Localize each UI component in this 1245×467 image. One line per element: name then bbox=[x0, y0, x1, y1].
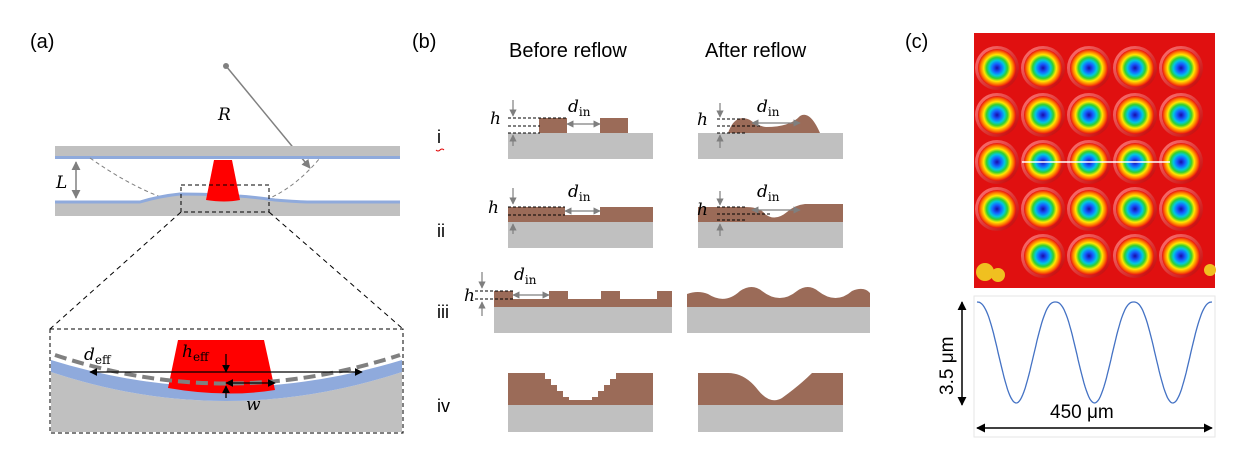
well bbox=[1162, 237, 1200, 275]
h-label-i-after: h bbox=[697, 110, 708, 130]
well bbox=[1070, 237, 1108, 275]
d-in-label-i-after: din bbox=[757, 97, 780, 119]
height-profile-curve bbox=[976, 301, 1213, 404]
row-iv-before bbox=[508, 373, 653, 432]
radius-label: R bbox=[217, 105, 231, 125]
width-dimension-label: 450 μm bbox=[1050, 402, 1114, 423]
row-i-before bbox=[508, 100, 653, 159]
h-label-iii-before: h bbox=[464, 286, 475, 306]
header-after: After reflow bbox=[705, 40, 807, 62]
well bbox=[978, 143, 1016, 181]
well bbox=[1024, 190, 1062, 228]
profile-plot-frame bbox=[973, 295, 1216, 438]
defect-blob bbox=[991, 268, 1005, 282]
defect-blob bbox=[976, 263, 994, 281]
panel-b-label: (b) bbox=[412, 31, 436, 53]
row-iii-before bbox=[475, 272, 672, 333]
h-eff-label: heff bbox=[182, 342, 210, 364]
row-iv-after bbox=[698, 373, 843, 432]
spell-underline bbox=[435, 148, 445, 152]
well bbox=[1070, 190, 1108, 228]
row-label-iv: iv bbox=[437, 396, 450, 416]
well bbox=[1070, 49, 1108, 87]
panel-b: (b) Before reflow After reflow i ii iii … bbox=[412, 31, 870, 432]
well bbox=[1024, 237, 1062, 275]
header-before: Before reflow bbox=[509, 40, 627, 62]
well bbox=[1162, 49, 1200, 87]
height-dimension-label: 3.5 μm bbox=[937, 337, 958, 395]
well bbox=[978, 190, 1016, 228]
well bbox=[1116, 190, 1154, 228]
bottom-plate bbox=[55, 194, 400, 216]
top-plate bbox=[55, 146, 400, 158]
d-in-label-ii-after: din bbox=[757, 182, 780, 204]
zoom-region bbox=[180, 184, 270, 213]
well bbox=[978, 49, 1016, 87]
well bbox=[1070, 96, 1108, 134]
well bbox=[978, 96, 1016, 134]
defect-blob bbox=[1204, 264, 1216, 276]
row-ii-after bbox=[698, 191, 843, 248]
zoom-line-right bbox=[268, 211, 404, 330]
inset-substrate bbox=[51, 372, 402, 432]
inset-effective-arc bbox=[54, 353, 401, 386]
center-point bbox=[223, 63, 229, 69]
row-i-after bbox=[698, 103, 843, 159]
zoom-line-left bbox=[49, 211, 182, 330]
row-label-i: i bbox=[437, 127, 441, 147]
row-label-iii: iii bbox=[437, 302, 449, 322]
h-label-ii-before: h bbox=[488, 198, 499, 218]
droplet bbox=[206, 160, 240, 202]
panel-a-label: (a) bbox=[30, 31, 54, 53]
row-iii-after bbox=[687, 287, 870, 333]
well bbox=[1116, 237, 1154, 275]
well bbox=[1024, 49, 1062, 87]
row-ii-before bbox=[508, 188, 653, 248]
gap-label: L bbox=[55, 173, 67, 193]
width-label: w bbox=[246, 395, 261, 415]
top-coating bbox=[55, 156, 400, 159]
surface-height-map bbox=[974, 33, 1216, 288]
panel-a: (a) R L deff heff w bbox=[30, 31, 404, 434]
inset-coating bbox=[51, 360, 402, 401]
d-in-label-i-before: din bbox=[568, 97, 591, 119]
d-in-label-iii-before: din bbox=[514, 265, 537, 287]
well bbox=[1162, 96, 1200, 134]
panel-c-label: (c) bbox=[905, 31, 928, 53]
panel-c: (c) 3.5 μm 450 μm bbox=[905, 31, 1216, 438]
h-label-ii-after: h bbox=[697, 200, 708, 220]
well bbox=[1116, 96, 1154, 134]
d-in-label-ii-before: din bbox=[568, 182, 591, 204]
row-label-ii: ii bbox=[437, 221, 445, 241]
well bbox=[1024, 96, 1062, 134]
well bbox=[1162, 143, 1200, 181]
well bbox=[1116, 49, 1154, 87]
d-eff-label: deff bbox=[84, 345, 112, 367]
h-label-i-before: h bbox=[490, 109, 501, 129]
well bbox=[1162, 190, 1200, 228]
